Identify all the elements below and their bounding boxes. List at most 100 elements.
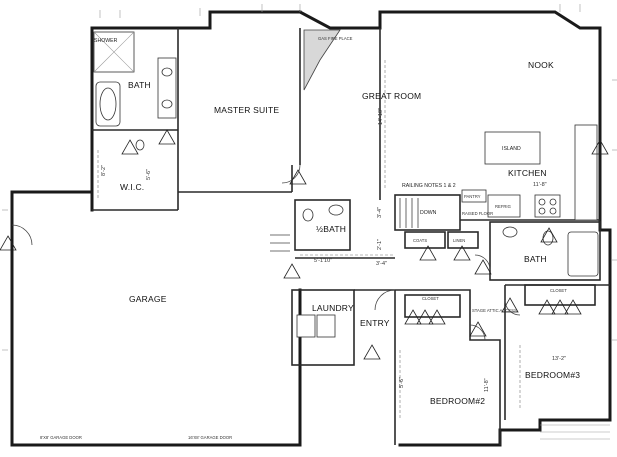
room-label-hall-bath: BATH [524, 254, 547, 264]
dim-kitchen: 11'-8" [533, 182, 547, 188]
half-bath-walls [294, 199, 351, 251]
room-label-master-suite: MASTER SUITE [214, 105, 279, 115]
hall-bath-door-swing [474, 254, 491, 271]
garage-side-door-swing [11, 224, 33, 246]
label-refrig: REFRIG [495, 204, 511, 209]
dim-entry: 3'-4" [376, 261, 387, 267]
fixtures [93, 29, 610, 440]
bedroom2-right-wall [395, 289, 501, 445]
edge-ticks [2, 4, 617, 351]
marker-hall-bath [540, 227, 558, 243]
symbol-markers [0, 129, 609, 360]
label-shower: SHOWER [94, 38, 118, 44]
dim-wic: 5'-6" [146, 169, 152, 180]
great-room-top-wall [297, 9, 507, 30]
coats-closet [404, 231, 446, 249]
dim-wic-width: 8'-2" [101, 165, 107, 176]
room-label-half-bath: ½BATH [316, 224, 346, 234]
marker-bedroom2-door [469, 321, 487, 337]
bedroom3-closet [524, 284, 596, 306]
marker-closet-b3-1 [538, 299, 556, 315]
master-door-swing [281, 164, 301, 184]
dim-coats: 2'-1" [377, 239, 383, 250]
garage-steps [270, 234, 290, 252]
dimension-lines [97, 60, 521, 420]
room-label-laundry: LAUNDRY [312, 303, 354, 313]
label-attic-access: STAGE ATTIC ACCESS [472, 308, 517, 313]
tub-basin [99, 87, 117, 121]
dim-great-room: 14'-10" [378, 108, 384, 125]
label-closet-bedroom2: CLOSET [422, 296, 439, 301]
range [534, 194, 561, 218]
marker-bath [158, 129, 176, 145]
kitchen-counter [574, 124, 598, 221]
dim-bedroom2-a: 5'-6" [399, 377, 405, 388]
right-exterior-wall [598, 26, 612, 422]
marker-closet-b2-1 [404, 309, 422, 325]
toilet-half-bath [302, 208, 314, 222]
room-label-master-bath: BATH [128, 80, 151, 90]
dim-bedroom3: 13'-2" [552, 356, 566, 362]
marker-closet-b3-3 [564, 299, 582, 315]
dim-stair: 3'-4" [377, 207, 383, 218]
interior-walls [92, 28, 610, 445]
pantry [461, 189, 487, 203]
marker-master-door [289, 169, 307, 185]
window-hatch [540, 424, 610, 440]
room-label-garage: GARAGE [129, 294, 167, 304]
dim-bedroom2-b: 11'-8" [484, 378, 490, 392]
room-label-bedroom3: BEDROOM#3 [525, 370, 580, 380]
marker-closet-b2-2 [416, 309, 434, 325]
stair-enclosure [394, 194, 461, 231]
label-railing-notes: RAILING NOTES 1 & 2 [402, 183, 456, 189]
label-raised-floor: RAISED FLOOR [462, 211, 493, 216]
vanity [157, 57, 177, 119]
refrigerator [487, 194, 521, 218]
laundry-walls [291, 289, 355, 366]
door-swings [11, 164, 521, 341]
room-label-great-room: GREAT ROOM [362, 91, 421, 101]
washer [316, 314, 336, 338]
tub-hall-bath [567, 231, 599, 277]
marker-closet-b3-2 [551, 299, 569, 315]
toilet-master [135, 139, 145, 151]
master-exterior-wall [90, 10, 302, 212]
fireplace [303, 29, 341, 91]
marker-entry [363, 344, 381, 360]
room-label-kitchen: KITCHEN [508, 168, 547, 178]
marker-kitchen [591, 139, 609, 155]
nook-top-wall [503, 10, 602, 30]
label-fireplace: GAS FIRE PLACE [318, 36, 353, 41]
label-garage-door-left: 8'X8' GARAGE DOOR [40, 435, 82, 440]
sink-2 [161, 99, 173, 109]
label-garage-door-right: 16'X8' GARAGE DOOR [188, 435, 232, 440]
room-label-bedroom2: BEDROOM#2 [430, 396, 485, 406]
marker-closet-b2-3 [428, 309, 446, 325]
stairs [399, 198, 419, 228]
room-label-entry: ENTRY [360, 318, 390, 328]
dryer [296, 314, 316, 338]
dim-hall: 5'-1'10" [314, 258, 332, 264]
bedroom3-door-swing [504, 299, 521, 316]
marker-wic [121, 139, 139, 155]
label-down: DOWN [420, 210, 437, 216]
marker-bedroom3-door [501, 297, 519, 313]
exterior-walls [10, 9, 612, 447]
kitchen-island [484, 131, 541, 165]
label-island: ISLAND [502, 146, 521, 152]
marker-garage [283, 263, 301, 279]
label-coats: COATS [413, 238, 427, 243]
bedroom2-closet [404, 294, 461, 318]
room-label-nook: NOOK [528, 60, 554, 70]
label-closet-bedroom3: CLOSET [550, 288, 567, 293]
room-label-wic: W.I.C. [120, 182, 144, 192]
bedroom-bottom-wall [398, 418, 612, 447]
garage-exterior-wall [10, 190, 302, 447]
marker-hall [474, 259, 492, 275]
sink-1 [161, 67, 173, 77]
label-pantry: PANTRY [464, 194, 481, 199]
sink-hall-bath [502, 226, 518, 238]
entry-door-swing [374, 289, 396, 311]
label-linen: LINEN [453, 238, 465, 243]
